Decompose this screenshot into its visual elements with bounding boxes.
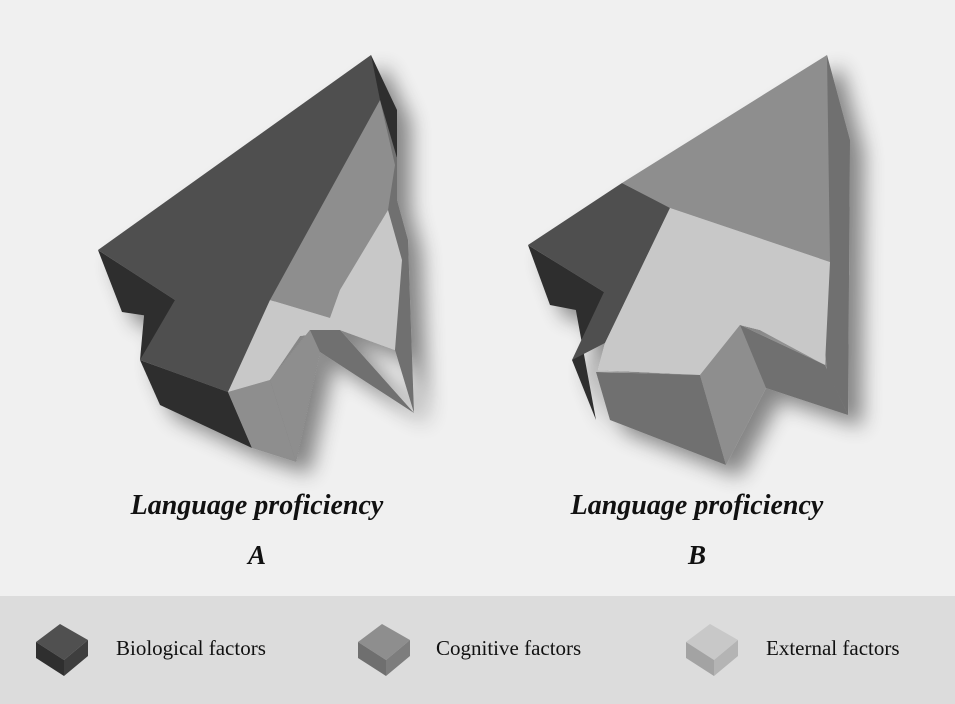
arrow-a-right-wall: [370, 55, 397, 158]
biological-cube-icon: [36, 624, 88, 676]
diagram-a-title: Language proficiency: [130, 490, 384, 521]
arrow-a-biological-top: [98, 55, 380, 392]
arrow-b: [528, 55, 850, 465]
arrow-a-external-top: [228, 210, 402, 392]
cognitive-cube-icon: [358, 624, 410, 676]
arrow-a-left-side: [98, 250, 175, 320]
arrow-b-external-top: [598, 208, 830, 375]
legend: Biological factors Cognitive factors Ext…: [0, 596, 955, 704]
arrow-b-cognitive-step: [700, 325, 766, 465]
arrow-b-cognitive-front: [596, 372, 726, 465]
arrow-b-left-side: [528, 245, 607, 316]
diagram-b-title: Language proficiency: [570, 490, 824, 521]
arrow-a-bio-front: [140, 360, 252, 448]
diagram-b-letter: B: [687, 540, 706, 570]
arrow-b-biological-top: [528, 183, 670, 360]
arrow-a-cognitive-top: [270, 100, 395, 318]
arrow-a: [98, 55, 414, 462]
legend-label-biological: Biological factors: [116, 636, 266, 660]
arrow-b-cognitive-top: [622, 55, 830, 262]
external-cube-icon: [686, 624, 738, 676]
legend-label-external: External factors: [766, 636, 900, 660]
arrow-b-notch-side: [572, 300, 607, 420]
legend-label-cognitive: Cognitive factors: [436, 636, 582, 660]
arrow-b-cognitive-step-side: [740, 325, 848, 415]
diagram-a-letter: A: [247, 540, 266, 570]
diagram-canvas: [98, 55, 850, 465]
arrow-a-cognitive-front: [228, 380, 296, 462]
arrow-a-cognitive-step-face: [270, 330, 320, 462]
